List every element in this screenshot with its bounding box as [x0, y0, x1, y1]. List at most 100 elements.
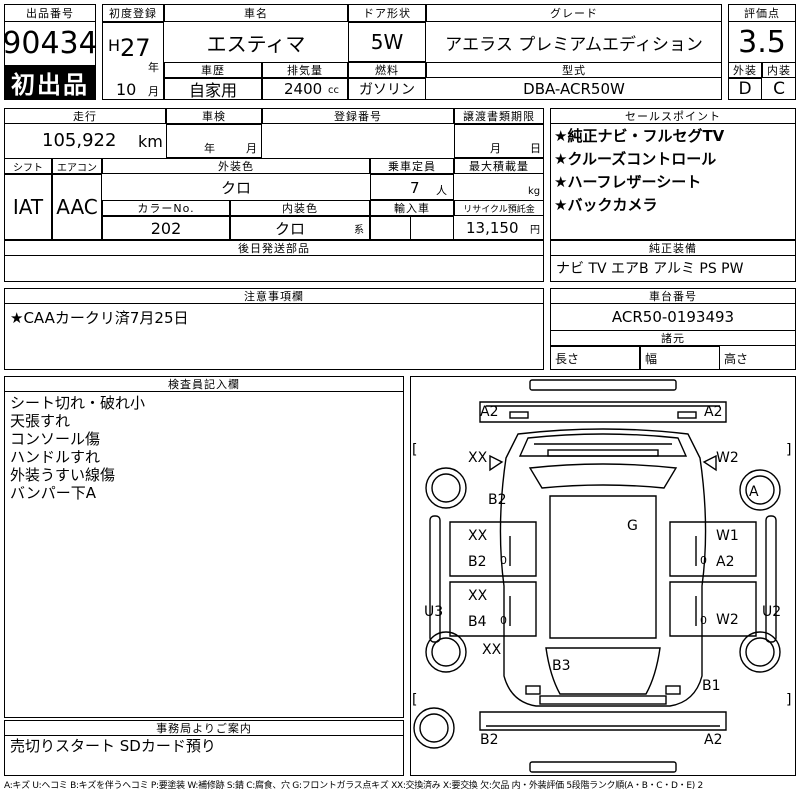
history: 自家用 [188, 81, 237, 100]
mark-rear-left-bumper: B2 [480, 732, 499, 748]
grade-label: グレード [426, 4, 722, 22]
mark-right-front-fender: W2 [716, 450, 739, 466]
shift-box [4, 174, 52, 240]
bracket-left-bottom: [ [412, 692, 417, 708]
bracket-right-bottom: ] [786, 692, 791, 708]
era: H [108, 36, 121, 55]
legend: A:キズ U:ヘコミ B:キズを伴うヘコミ P:要塗装 W:補修跡 S:錆 C:… [4, 781, 703, 791]
transfer-month-unit: 月 [490, 142, 501, 155]
reg-no-label: 登録番号 [262, 108, 454, 124]
int-color-box [230, 216, 370, 240]
displacement-label: 排気量 [262, 62, 348, 78]
history-label: 車歴 [164, 62, 262, 78]
ext-grade-box [728, 78, 762, 100]
shift-label: シフト [4, 158, 52, 174]
capacity-box [370, 174, 454, 200]
specs-label: 諸元 [550, 330, 796, 346]
mark-rear-glass: B3 [552, 658, 571, 674]
cc-unit: cc [328, 85, 339, 96]
mark-front-left-bumper: A2 [480, 404, 498, 420]
bracket-left-top: [ [412, 442, 417, 458]
mark-windshield: G [627, 518, 638, 534]
width-label: 幅 [645, 352, 658, 366]
import-split [410, 216, 454, 240]
int-color-unit: 系 [354, 225, 364, 236]
damage-marks: [ ] [ ] A2 A2 XX W2 B2 A G XX B2 0 W1 A2… [412, 404, 791, 748]
first-reg-label: 初度登録 [102, 4, 164, 22]
car-diagram: [ ] [ ] A2 A2 XX W2 B2 A G XX B2 0 W1 A2… [412, 379, 791, 773]
inspector-line-5: 外装うすい線傷 [10, 466, 116, 484]
height-label: 高さ [724, 352, 749, 366]
capacity-label: 乗車定員 [370, 158, 454, 174]
ext-color: クロ [220, 178, 251, 197]
ac-box [52, 174, 102, 240]
sales-point-3: ★ハーフレザーシート [554, 173, 702, 191]
mileage-label: 走行 [4, 108, 166, 124]
inspector-line-3: コンソール傷 [10, 430, 101, 448]
ext-grade: D [738, 79, 752, 99]
model-code-label: 型式 [426, 62, 722, 78]
door-box [348, 22, 426, 62]
recycle-fee: 13,150 [466, 219, 519, 237]
first-listing-badge: 初出品 [5, 65, 95, 99]
displacement-box [262, 78, 348, 100]
mark-left-rear-door-2: B4 [468, 614, 487, 630]
color-no-box [102, 216, 230, 240]
door-type: 5W [370, 30, 404, 54]
door-label: ドア形状 [348, 4, 426, 22]
inspection-month-unit: 月 [246, 142, 257, 155]
ext-grade-label: 外装 [728, 62, 762, 78]
recycle-unit: 円 [530, 225, 540, 236]
mark-left-quarter: XX [482, 642, 502, 658]
mark-right-sill: U2 [762, 604, 781, 620]
transfer-label: 譲渡書類期限 [454, 108, 544, 124]
sales-point-2: ★クルーズコントロール [554, 150, 717, 168]
mark-right-rear-wheel: B1 [702, 678, 721, 694]
capacity-unit: 人 [436, 184, 447, 197]
reg-year: 27 [120, 34, 151, 62]
inspector-line-2: 天張すれ [10, 412, 71, 430]
mark-right-front-wheel: A [749, 484, 759, 500]
first-reg-box [102, 22, 164, 100]
car-name-label: 車名 [164, 4, 348, 22]
displacement: 2400 [284, 80, 323, 98]
int-color: クロ [274, 219, 305, 238]
length-box [550, 346, 640, 370]
mark-left-rear-door-1: XX [468, 588, 488, 604]
history-box [164, 78, 262, 100]
mark-left-front-door-1: XX [468, 528, 488, 544]
car-outline [413, 379, 781, 773]
model-code: DBA-ACR50W [523, 80, 625, 98]
max-load-label: 最大積載量 [454, 158, 544, 174]
sales-point-1: ★純正ナビ・フルセグTV [554, 127, 725, 145]
color-no-label: カラーNo. [102, 200, 230, 216]
inspector-label: 検査員記入欄 [4, 376, 404, 392]
bracket-right-top: ] [786, 442, 791, 458]
month-unit: 月 [148, 85, 159, 98]
shift: IAT [12, 195, 44, 219]
grade: アエラス プレミアムエディション [445, 34, 703, 55]
inspection-box [166, 124, 262, 158]
later-parts-label: 後日発送部品 [4, 240, 544, 256]
mark-left-front-door-2: B2 [468, 554, 487, 570]
mark-left-rear-door-zero: 0 [500, 614, 507, 627]
mileage: 105,922 [42, 130, 117, 151]
mark-right-front-door-zero: 0 [700, 554, 707, 567]
int-color-label: 内装色 [230, 200, 370, 216]
fuel: ガソリン [359, 82, 415, 98]
chassis-number: ACR50-0193493 [611, 308, 735, 326]
mark-right-front-door-1: W1 [716, 528, 739, 544]
score: 3.5 [738, 24, 786, 60]
transfer-day-unit: 日 [530, 142, 541, 155]
ac-label: エアコン [52, 158, 102, 174]
transfer-box [454, 124, 544, 158]
equipment: ナビ TV エアB アルミ PS PW [556, 261, 744, 277]
mark-rear-right-bumper: A2 [704, 732, 722, 748]
width-box [640, 346, 720, 370]
length-label: 長さ [555, 352, 580, 366]
equipment-label: 純正装備 [550, 240, 796, 256]
mark-left-sill: U3 [424, 604, 443, 620]
km-unit: km [138, 132, 163, 151]
import-label: 輸入車 [370, 200, 454, 216]
score-label: 評価点 [728, 4, 796, 22]
